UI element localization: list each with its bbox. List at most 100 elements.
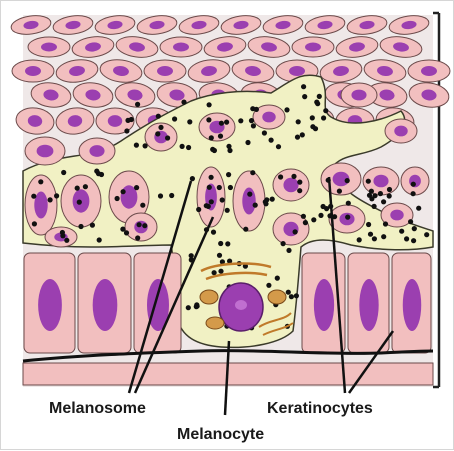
organelle-left [200, 290, 218, 304]
melanosome-granule [296, 119, 301, 124]
keratinocyte-cell [273, 169, 309, 201]
melanosome-granule [346, 201, 351, 206]
melanosome-granule [134, 185, 139, 190]
cell-nucleus [394, 126, 407, 137]
melanosome-granule [366, 222, 371, 227]
keratinocyte-cell [125, 213, 157, 241]
melanosome-granule [345, 178, 350, 183]
melanosome-granule [303, 220, 308, 225]
keratinocyte-cell [385, 119, 417, 143]
melanosome-granule [412, 226, 417, 231]
melanosome-granule [228, 185, 233, 190]
melanosome-granule [124, 230, 129, 235]
melanosome-granule [196, 207, 201, 212]
melanosome-granule [369, 189, 374, 194]
melanosome-granule [115, 196, 120, 201]
melanosome-granule [245, 140, 250, 145]
melanosome-granule [206, 117, 211, 122]
melanosome-granule [411, 191, 416, 196]
melanosome-granule [301, 84, 306, 89]
cell-nucleus [38, 279, 62, 331]
melanosome-granule [120, 227, 125, 232]
melanosome-granule [60, 233, 65, 238]
melanosome-granule [411, 238, 416, 243]
keratinocyte-cell [233, 171, 265, 231]
melanosome-granule [209, 175, 214, 180]
melanosome-granule [281, 241, 286, 246]
melanosome-granule [310, 115, 315, 120]
melanosome-granule [263, 201, 268, 206]
melanosome-granule [366, 179, 371, 184]
melanosome-granule [224, 120, 229, 125]
melanosome-granule [97, 237, 102, 242]
melanosome-granule [77, 200, 82, 205]
cell-nucleus [373, 175, 388, 188]
melanosome-granule [32, 221, 37, 226]
keratinocyte-cell [79, 138, 115, 164]
organelle-right [268, 290, 286, 304]
melanosome-granule [297, 180, 302, 185]
melanosome-granule [135, 102, 140, 107]
melanosome-granule [238, 118, 243, 123]
melanosome-granule [266, 283, 271, 288]
melanosome-granule [269, 138, 274, 143]
keratinocyte-cell [25, 137, 65, 165]
cell-nucleus [390, 210, 403, 221]
melanosome-granule [64, 238, 69, 243]
melanosome-granule [278, 174, 283, 179]
keratinocyte-cell [401, 167, 429, 195]
melanosome-granule [220, 197, 225, 202]
melanosome-granule [321, 115, 326, 120]
melanosome-granule [209, 199, 214, 204]
cell-nucleus [305, 43, 321, 52]
melanosome-granule [247, 192, 252, 197]
melanosome-granule [211, 230, 216, 235]
melanosome-granule [378, 191, 383, 196]
keratinocyte-cell [160, 37, 202, 57]
melanosome-granule [218, 269, 223, 274]
melanosome-granule [289, 294, 294, 299]
melanosome-granule [372, 193, 377, 198]
melanosome-granule [78, 224, 83, 229]
melanosome-granule [194, 302, 199, 307]
melanosome-granule [253, 203, 258, 208]
melanosome-granule [54, 193, 59, 198]
melanosome-granule [251, 123, 256, 128]
melanosome-granule [125, 118, 130, 123]
melanosome-granule [142, 223, 147, 228]
melanosome-granule [180, 144, 185, 149]
keratinocyte-cell [292, 37, 334, 57]
melanosome-granule [302, 94, 307, 99]
keratinocyte-cell [12, 60, 54, 82]
melanosome-granule [399, 229, 404, 234]
keratinocyte-cell [144, 60, 186, 82]
melanosome-granule [137, 222, 142, 227]
melanosome-granule [218, 241, 223, 246]
melanosome-granule [387, 187, 392, 192]
keratinocyte-cell [199, 113, 235, 141]
melanosome-granule [317, 94, 322, 99]
melanosome-granule [218, 134, 223, 139]
melanosome-granule [297, 188, 302, 193]
cell-nucleus [359, 279, 378, 331]
melanosome-granule [318, 213, 323, 218]
melanosome-granule [156, 114, 161, 119]
label-melanosome: Melanosome [49, 400, 146, 417]
basal-keratinocyte-cell [348, 253, 389, 353]
melanosome-granule [187, 119, 192, 124]
melanosome-granule [209, 135, 214, 140]
melanosome-granule [387, 193, 392, 198]
melanosome-granule [276, 144, 281, 149]
melanosome-granule [368, 232, 373, 237]
melanosome-granule [190, 176, 195, 181]
melanosome-granule [204, 203, 209, 208]
cell-nucleus [421, 66, 437, 76]
melanosome-granule [48, 197, 53, 202]
keratinocyte-cell [28, 37, 70, 57]
melanosome-granule [372, 204, 377, 209]
melanosome-granule [314, 100, 319, 105]
melanosome-granule [286, 290, 291, 295]
melanosome-granule [207, 185, 212, 190]
